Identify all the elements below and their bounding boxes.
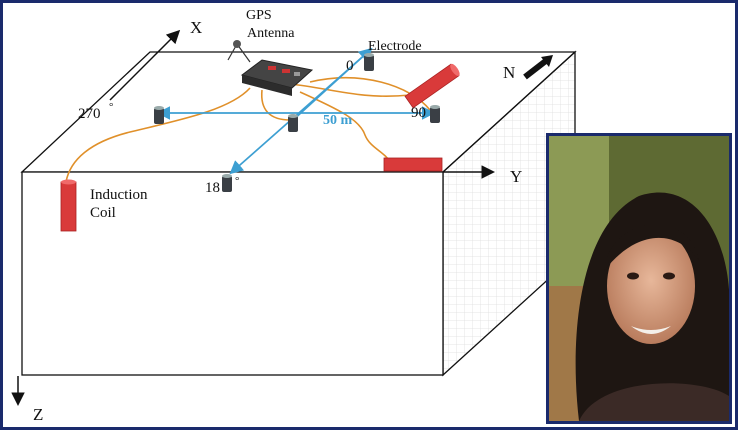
coil-label-line2: Coil xyxy=(90,205,116,221)
angle-0-label: 0 xyxy=(346,58,354,74)
coil-tilted xyxy=(404,63,460,109)
electrode-180 xyxy=(222,174,232,192)
portrait-photo-icon xyxy=(549,136,729,421)
angle-180-degree: ° xyxy=(235,175,239,187)
coil-label-line1: Induction xyxy=(90,187,148,203)
electrode-0 xyxy=(364,53,374,71)
y-axis-label: Y xyxy=(510,167,522,186)
coil-vertical xyxy=(60,181,77,232)
electrode-270 xyxy=(154,106,164,124)
x-axis-label: X xyxy=(190,18,202,37)
north-label: N xyxy=(503,63,515,82)
electrode-label: Electrode xyxy=(368,39,422,54)
gps-label-line1: GPS xyxy=(246,8,272,23)
angle-180-label: 18 xyxy=(205,180,220,196)
north-arrow-head xyxy=(541,55,553,67)
angle-90-label: 90 xyxy=(411,105,426,121)
portrait-photo xyxy=(546,133,732,424)
angle-270-label: 270 xyxy=(78,106,101,122)
gps-label-line2: Antenna xyxy=(247,26,295,41)
z-axis-label: Z xyxy=(33,405,43,424)
measurement-lines xyxy=(156,47,436,175)
electrode-center xyxy=(288,114,298,132)
distance-label: 50 m xyxy=(323,113,353,128)
x-axis-arrow xyxy=(109,29,181,101)
coil-horizontal xyxy=(383,157,443,172)
cables xyxy=(65,76,431,183)
electrode-90 xyxy=(430,105,440,123)
line-to-0 xyxy=(291,47,373,122)
induction-coils xyxy=(60,63,460,232)
north-arrow xyxy=(523,57,549,80)
data-logger xyxy=(240,59,314,96)
gps-antenna xyxy=(227,40,251,63)
angle-270-degree: ° xyxy=(109,101,113,113)
box-front-face xyxy=(21,171,444,376)
electrodes xyxy=(154,53,440,192)
